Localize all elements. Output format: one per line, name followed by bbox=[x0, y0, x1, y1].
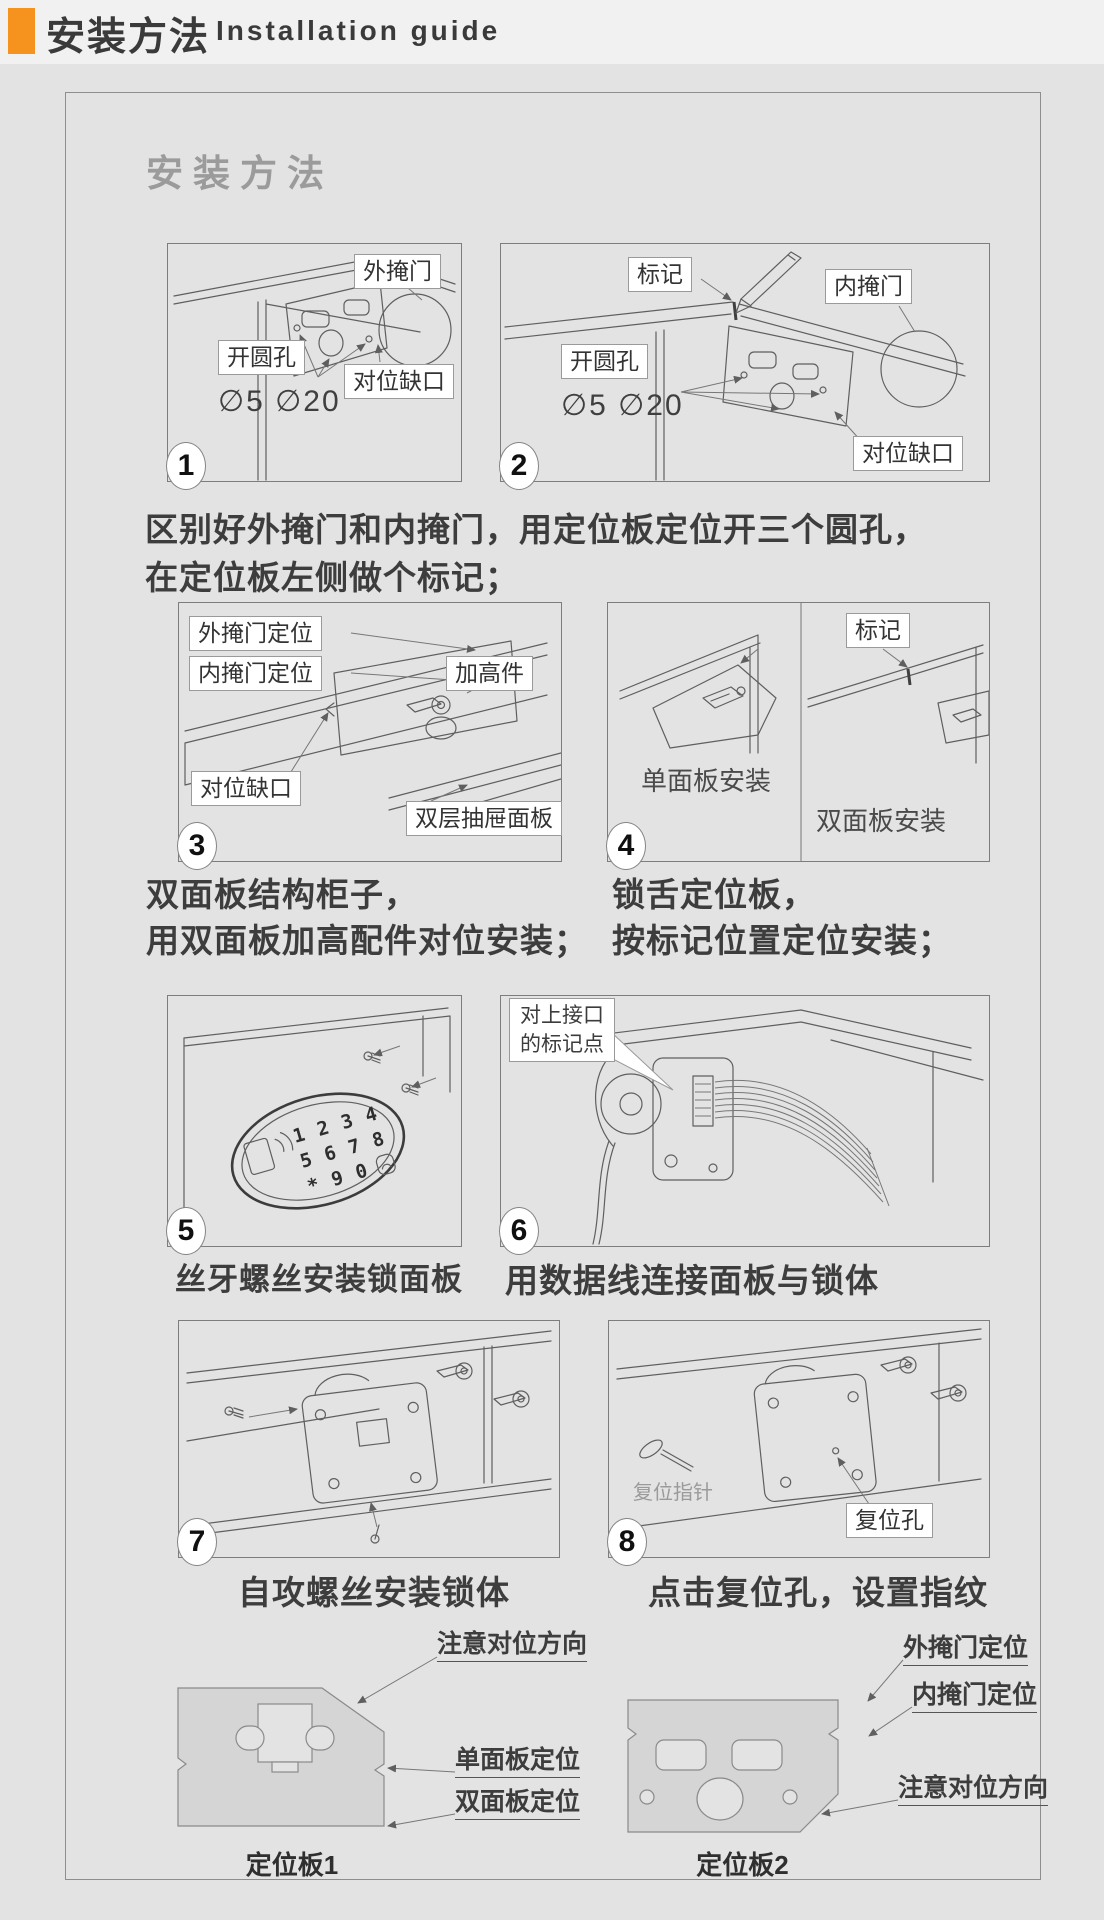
step-5-drawing: 1 2 3 4 5 6 7 8 * 9 0 bbox=[183, 1007, 451, 1246]
step-8-caption: 点击复位孔，设置指纹 bbox=[648, 1574, 988, 1611]
orange-accent-bar bbox=[8, 8, 35, 54]
step-7-figure: 7 bbox=[177, 1320, 560, 1566]
step-2-figure: 标记 内掩门 开圆孔 ∅5 ∅20 对位缺口 2 bbox=[499, 243, 990, 490]
plate2-outer-door-pos: 外掩门定位 bbox=[903, 1628, 1029, 1666]
keypad-panel: 1 2 3 4 5 6 7 8 * 9 0 bbox=[230, 1092, 406, 1210]
step-5-number-badge: 5 bbox=[166, 1207, 206, 1255]
row1-caption-line2: 在定位板左侧做个标记； bbox=[145, 559, 519, 596]
rfid-wave-icon bbox=[274, 1132, 294, 1153]
step-2-leader bbox=[700, 278, 732, 301]
step-4-number-badge: 4 bbox=[606, 822, 646, 870]
plate-1-drawing bbox=[177, 1687, 385, 1827]
rfid-card-icon bbox=[243, 1137, 276, 1175]
label-align-notch: 对位缺口 bbox=[344, 364, 454, 399]
key-0: 0 bbox=[353, 1160, 370, 1184]
label-outer-door: 外掩门 bbox=[354, 254, 441, 289]
step-4-drawing bbox=[619, 603, 989, 861]
label-drill-hole: 开圆孔 bbox=[218, 340, 305, 375]
row2-left-caption-line2: 用双面板加高配件对位安装； bbox=[146, 922, 588, 959]
step-6-figure: 对上接口 的标记点 6 bbox=[499, 995, 990, 1255]
key-3: 3 bbox=[339, 1110, 356, 1134]
step-1-drawing bbox=[173, 257, 456, 481]
row2-right-caption-line2: 按标记位置定位安装； bbox=[612, 922, 952, 959]
step-7-drawing bbox=[186, 1330, 552, 1544]
label-mark: 标记 bbox=[628, 257, 692, 292]
row2-left-caption-line1: 双面板结构柜子， bbox=[146, 876, 418, 913]
page-title-en: Installation guide bbox=[216, 15, 501, 46]
step-7-caption: 自攻螺丝安装锁体 bbox=[238, 1574, 510, 1611]
step-7-number-badge: 7 bbox=[177, 1518, 217, 1566]
label-double-panel-install: 双面板安装 bbox=[816, 806, 947, 836]
plate1-caption: 定位板1 bbox=[245, 1850, 339, 1880]
panel-title: 安装方法 bbox=[146, 153, 334, 194]
key-1: 1 bbox=[290, 1123, 307, 1147]
step-5-caption: 丝牙螺丝安装锁面板 bbox=[175, 1262, 463, 1297]
plate2-direction-note: 注意对位方向 bbox=[898, 1768, 1049, 1806]
plate-2-drawing bbox=[627, 1699, 839, 1833]
key-4: 4 bbox=[363, 1103, 380, 1127]
step-1-figure: 外掩门 开圆孔 ∅5 ∅20 对位缺口 1 bbox=[166, 243, 462, 490]
label-hole-sizes: ∅5 ∅20 bbox=[561, 389, 684, 422]
plate1-single-panel-pos: 单面板定位 bbox=[455, 1740, 581, 1778]
label-reset-pin: 复位指针 bbox=[633, 1482, 713, 1504]
bubble-line1: 对上接口 bbox=[520, 1004, 604, 1027]
step-6-number-badge: 6 bbox=[499, 1207, 539, 1255]
label-double-drawer-panel: 双层抽屉面板 bbox=[406, 801, 562, 836]
step-3-figure: 外掩门定位 内掩门定位 加高件 对位缺口 双层抽屉面板 3 bbox=[177, 602, 562, 870]
page-title-zh: 安装方法 bbox=[46, 16, 211, 59]
plate2-caption: 定位板2 bbox=[696, 1850, 789, 1880]
label-align-notch: 对位缺口 bbox=[853, 436, 963, 471]
key-8: 8 bbox=[370, 1128, 387, 1152]
page-header: 安装方法 Installation guide bbox=[0, 0, 1104, 64]
key-star: * bbox=[305, 1173, 322, 1197]
label-outer-door-pos: 外掩门定位 bbox=[189, 616, 322, 651]
fingerprint-key-icon bbox=[375, 1153, 396, 1175]
label-riser: 加高件 bbox=[446, 656, 533, 691]
label-align-notch: 对位缺口 bbox=[191, 771, 301, 806]
key-5: 5 bbox=[298, 1148, 315, 1172]
step-2-number-badge: 2 bbox=[499, 442, 539, 490]
label-mark: 标记 bbox=[846, 613, 910, 648]
label-reset-hole: 复位孔 bbox=[846, 1503, 933, 1538]
key-6: 6 bbox=[322, 1142, 339, 1166]
key-9: 9 bbox=[329, 1167, 346, 1191]
callout-bubble: 对上接口 的标记点 bbox=[509, 998, 615, 1062]
plate-leaders bbox=[357, 1656, 913, 1829]
key-2: 2 bbox=[315, 1117, 332, 1141]
bubble-line2: 的标记点 bbox=[520, 1033, 604, 1056]
key-7: 7 bbox=[346, 1135, 363, 1159]
step-5-figure: 1 2 3 4 5 6 7 8 * 9 0 5 bbox=[166, 995, 462, 1255]
step-3-number-badge: 3 bbox=[177, 822, 217, 870]
plate1-direction-note: 注意对位方向 bbox=[437, 1624, 588, 1662]
eject-pin-icon bbox=[639, 1439, 663, 1459]
step-2-drawing bbox=[504, 251, 966, 481]
row2-right-caption-line1: 锁舌定位板， bbox=[612, 876, 816, 913]
plate1-double-panel-pos: 双面板定位 bbox=[455, 1782, 581, 1820]
label-inner-door-pos: 内掩门定位 bbox=[189, 656, 322, 691]
step-6-caption: 用数据线连接面板与锁体 bbox=[505, 1262, 879, 1299]
step-8-figure: 复位指针 复位孔 8 bbox=[607, 1320, 990, 1566]
step-1-number-badge: 1 bbox=[166, 442, 206, 490]
row1-caption-line1: 区别好外掩门和内掩门，用定位板定位开三个圆孔， bbox=[145, 511, 927, 548]
label-hole-sizes: ∅5 ∅20 bbox=[218, 385, 341, 418]
step-8-number-badge: 8 bbox=[607, 1518, 647, 1566]
step-4-figure: 单面板安装 标记 双面板安装 4 bbox=[606, 602, 990, 870]
label-drill-hole: 开圆孔 bbox=[561, 344, 648, 379]
label-single-panel-install: 单面板安装 bbox=[641, 766, 772, 796]
step-8-drawing bbox=[616, 1328, 982, 1530]
content-panel-border bbox=[65, 92, 1041, 1880]
label-inner-door: 内掩门 bbox=[825, 269, 912, 304]
plate2-inner-door-pos: 内掩门定位 bbox=[912, 1675, 1038, 1713]
